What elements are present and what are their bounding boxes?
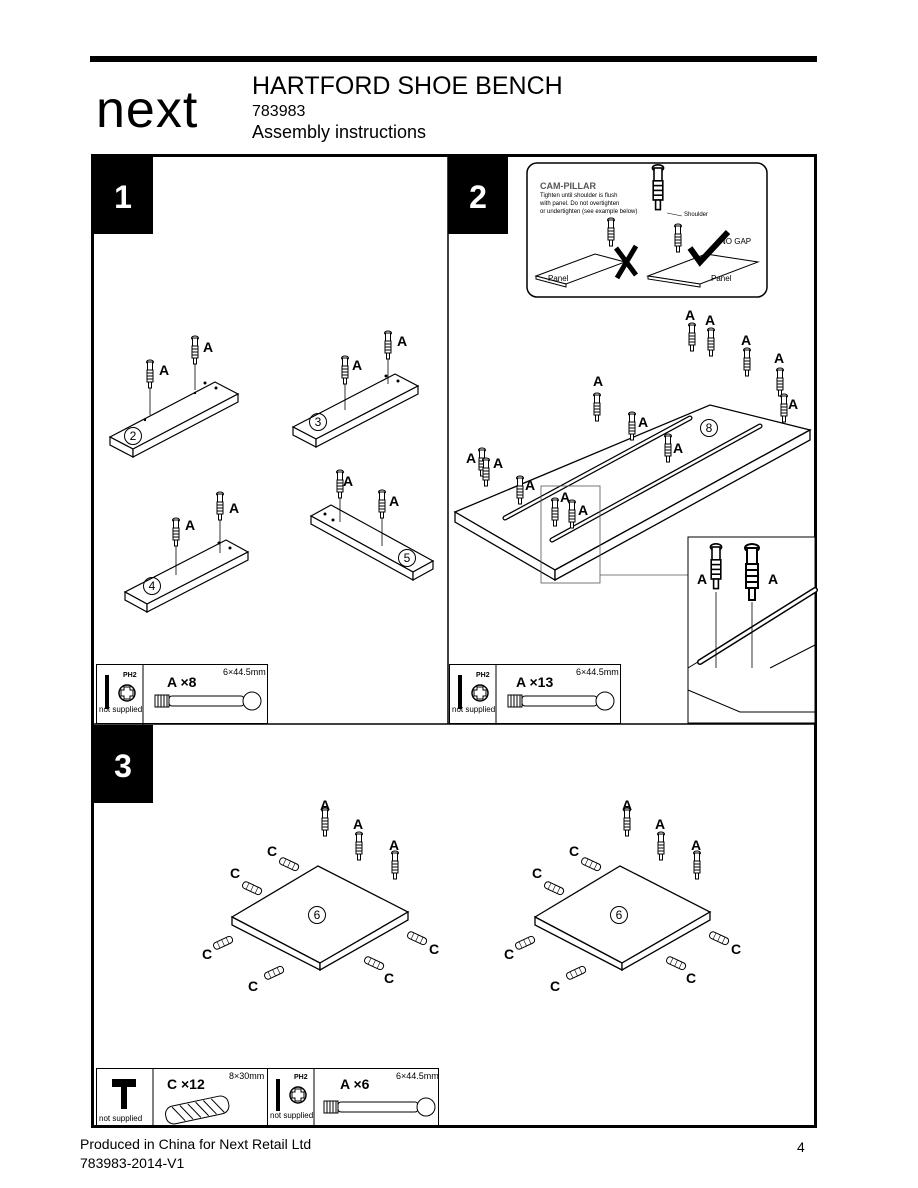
fitting-label-c: C [504, 946, 515, 962]
fitting-quantity: A ×6 [340, 1076, 370, 1092]
step-1-number: 1 [93, 156, 153, 234]
part-3-marker: 3 [309, 413, 327, 431]
fitting-label-a: A [705, 312, 716, 328]
detail-zoom [687, 536, 818, 724]
panel-6-left [212, 807, 429, 981]
fitting-label-a: A [397, 333, 408, 349]
tool-label: PH2 [476, 672, 490, 679]
fitting-label-c: C [429, 941, 440, 957]
fitting-label-c: C [384, 970, 395, 986]
step-3-dowel-legend: not supplied C ×12 8×30mm [96, 1068, 268, 1127]
page-number: 4 [797, 1139, 805, 1155]
step-1-fittings-legend: not supplied PH2 A ×8 6×44.5mm [96, 664, 268, 725]
tool-note: not supplied [99, 1114, 143, 1123]
fitting-quantity: A ×13 [516, 674, 554, 690]
cam-pillar-callout [526, 162, 768, 298]
panel-8 [453, 322, 812, 584]
fitting-label-c: C [267, 843, 278, 859]
panel-label: Panel [548, 274, 569, 283]
fitting-label-a: A [525, 477, 536, 493]
tool-note: not supplied [452, 705, 496, 714]
fitting-label-a: A [203, 339, 214, 355]
document-type: Assembly instructions [252, 122, 427, 142]
fitting-label-a: A [229, 500, 240, 516]
screwdriver-icon [105, 665, 262, 725]
fitting-label-a: A [691, 837, 702, 853]
top-rule [90, 56, 817, 62]
cam-shoulder-label: Shoulder [684, 212, 709, 218]
fitting-label-a: A [741, 332, 752, 348]
dowel-size: 8×30mm [229, 1071, 265, 1081]
fitting-label-c: C [202, 946, 213, 962]
panel-6-right [514, 807, 731, 981]
tool-label: PH2 [123, 672, 137, 679]
fitting-label-a: A [774, 350, 785, 366]
fitting-label-a: A [697, 571, 708, 587]
tool-label: PH2 [294, 1074, 308, 1081]
fitting-label-a: A [655, 816, 666, 832]
fitting-label-a: A [788, 396, 799, 412]
part-8-marker: 8 [700, 419, 718, 437]
step-3-number: 3 [93, 725, 153, 803]
product-code: 783983 [252, 103, 306, 120]
fitting-label-a: A [578, 502, 589, 518]
fitting-label-c: C [230, 865, 241, 881]
footer-doc-code: 783983-2014-V1 [80, 1155, 185, 1171]
board-5 [309, 469, 435, 582]
fitting-label-a: A [352, 357, 363, 373]
fitting-label-a: A [320, 797, 331, 813]
hammer-icon [112, 1069, 230, 1127]
fitting-label-a: A [493, 455, 504, 471]
fitting-size: 6×44.5mm [223, 667, 266, 677]
fitting-label-a: A [466, 450, 477, 466]
fitting-quantity: A ×8 [167, 674, 197, 690]
fitting-label-a: A [389, 837, 400, 853]
step-2-fittings-legend: not supplied PH2 A ×13 6×44.5mm [449, 664, 621, 725]
product-title: HARTFORD SHOE BENCH [252, 72, 563, 100]
fitting-label-c: C [550, 978, 561, 994]
cam-note-line: with panel. Do not overtighten [540, 201, 620, 207]
dowel-quantity: C ×12 [167, 1076, 205, 1092]
fitting-label-a: A [673, 440, 684, 456]
cam-note-title: CAM-PILLAR [540, 181, 596, 191]
panel-label: Panel [711, 274, 732, 283]
fitting-label-a: A [343, 473, 354, 489]
fitting-label-a: A [159, 362, 170, 378]
part-2-marker: 2 [124, 427, 142, 445]
footer-producer: Produced in China for Next Retail Ltd [80, 1136, 312, 1152]
fitting-label-a: A [685, 307, 696, 323]
screwdriver-icon [458, 665, 615, 725]
brand-logo: next [96, 81, 199, 139]
fitting-label-a: A [353, 816, 364, 832]
part-6-marker-left: 6 [308, 906, 326, 924]
screwdriver-icon [276, 1069, 436, 1127]
fitting-label-c: C [569, 843, 580, 859]
fitting-label-a: A [185, 517, 196, 533]
fitting-label-a: A [560, 489, 571, 505]
part-6-marker-right: 6 [610, 906, 628, 924]
fitting-label-c: C [532, 865, 543, 881]
step-3-fittings-legend: not supplied PH2 A ×6 6×44.5mm [267, 1068, 439, 1127]
board-2 [108, 335, 240, 458]
cam-note-line: or undertighten (see example below) [540, 209, 638, 215]
fitting-label-a: A [768, 571, 779, 587]
fitting-label-a: A [593, 373, 604, 389]
step-2-number: 2 [448, 156, 508, 234]
tool-note: not supplied [99, 705, 143, 714]
part-5-marker: 5 [398, 549, 416, 567]
fitting-label-c: C [686, 970, 697, 986]
fitting-label-a: A [389, 493, 400, 509]
fitting-size: 6×44.5mm [396, 1071, 439, 1081]
fitting-label-c: C [248, 978, 259, 994]
fitting-label-c: C [731, 941, 742, 957]
cam-no-gap-label: NO GAP [720, 237, 752, 246]
cam-note-line: Tighten until shoulder is flush [540, 193, 618, 199]
fitting-label-a: A [638, 414, 649, 430]
tool-note: not supplied [270, 1111, 314, 1120]
fitting-label-a: A [622, 797, 633, 813]
fitting-size: 6×44.5mm [576, 667, 619, 677]
part-4-marker: 4 [143, 577, 161, 595]
